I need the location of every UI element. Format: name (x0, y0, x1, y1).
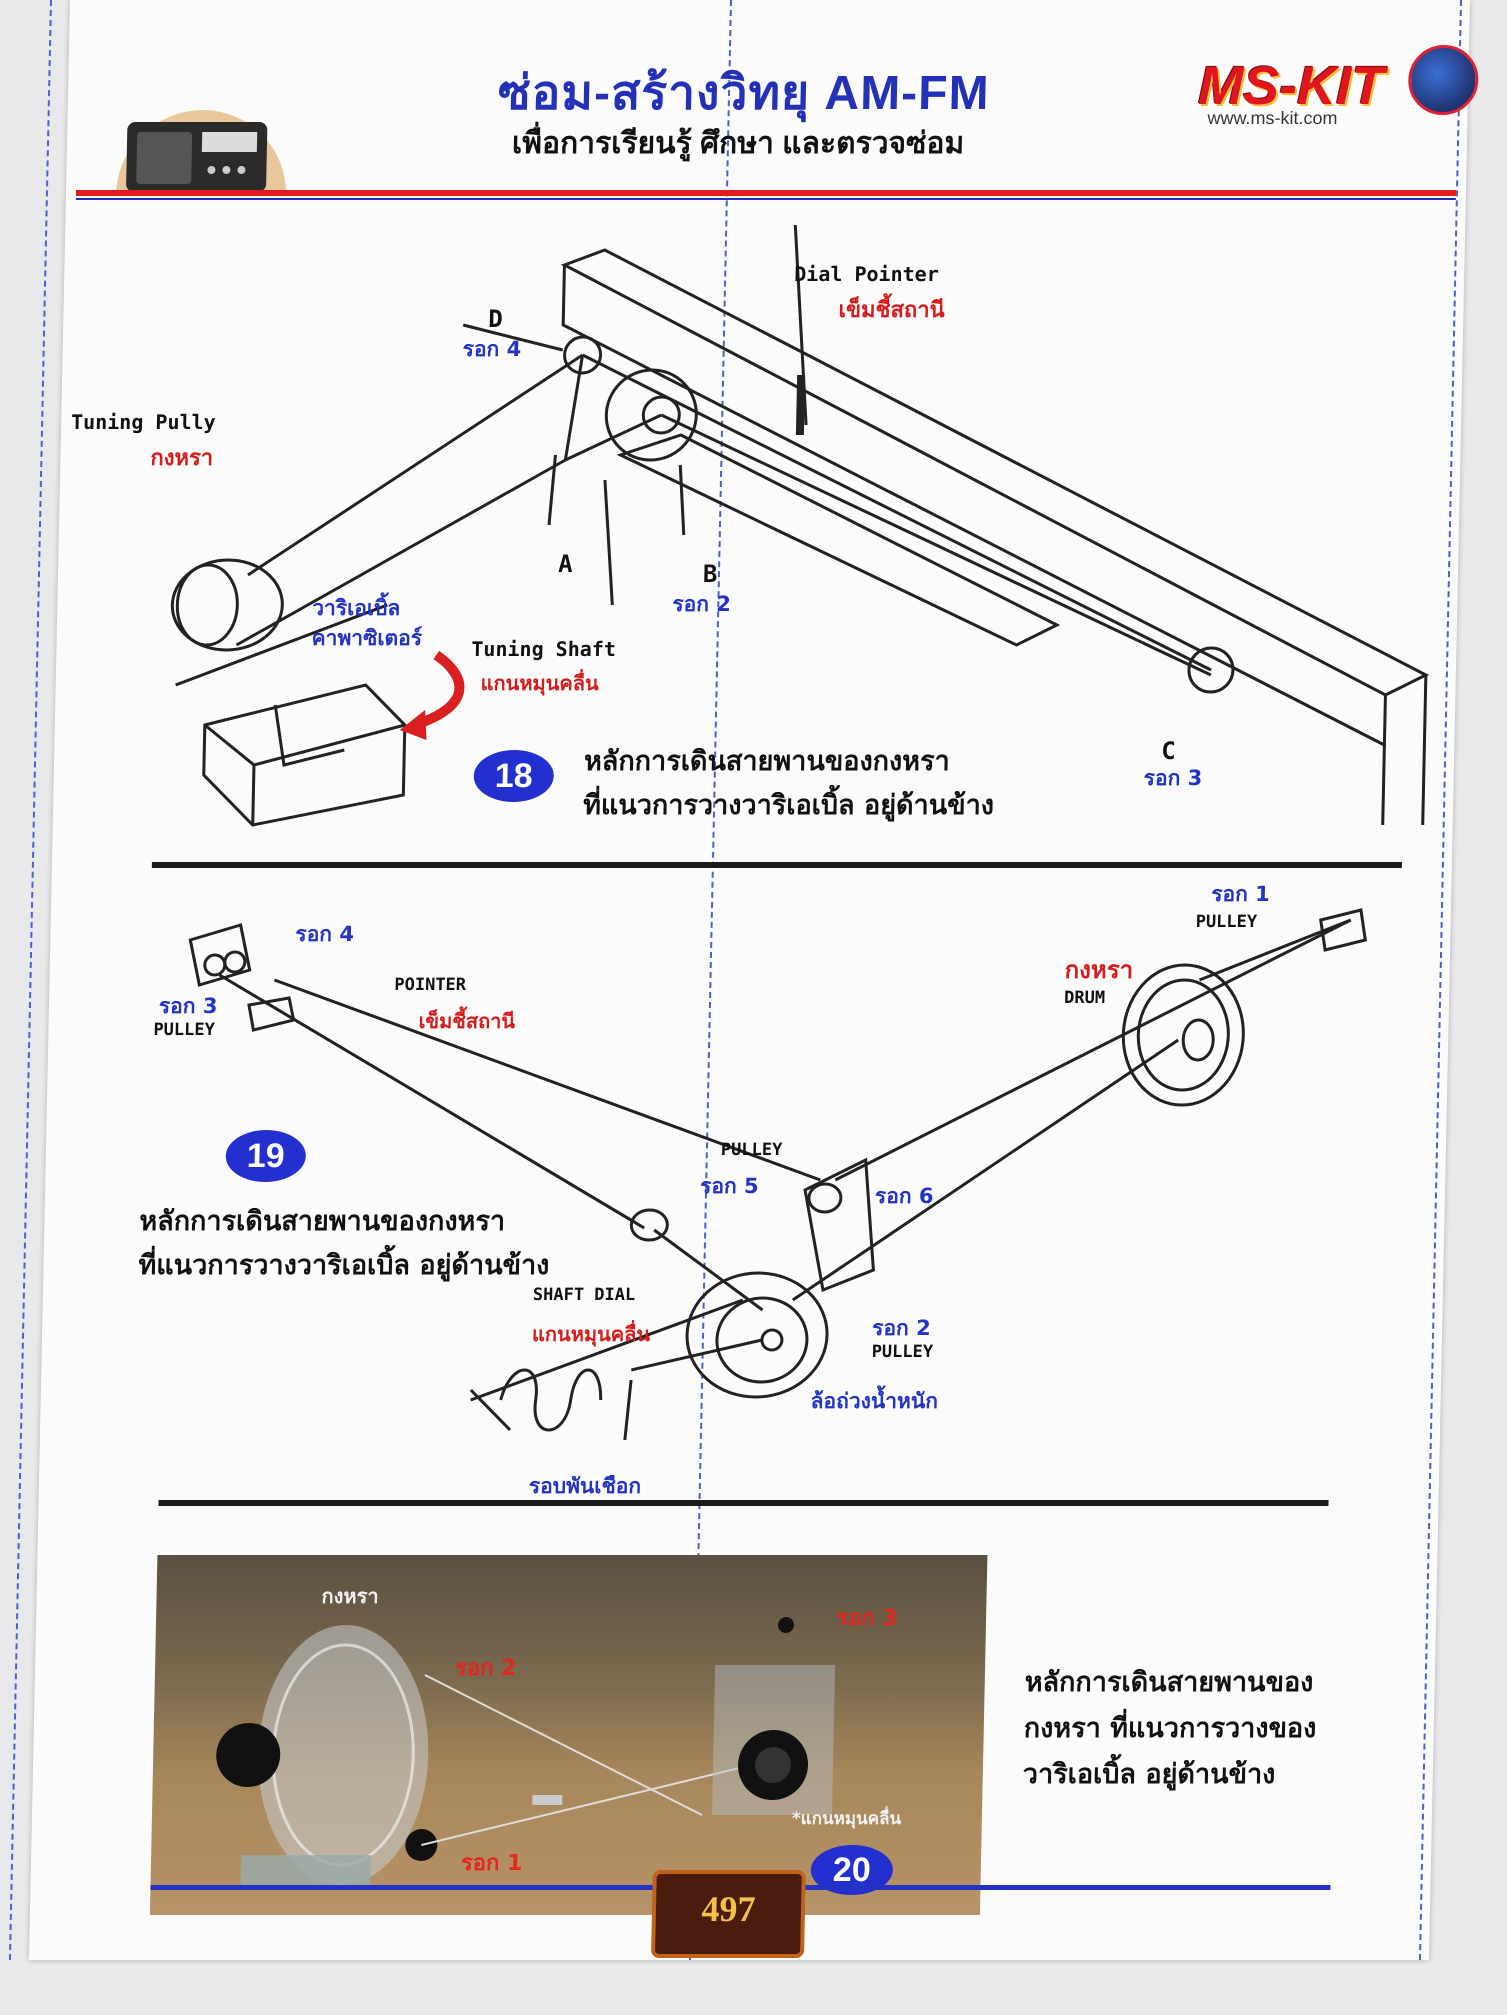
photo-roll-3-label: รอก 3 (835, 1606, 898, 1631)
section-divider-2 (158, 1500, 1329, 1506)
header-rule (75, 190, 1457, 196)
tuning-pully-label: Tuning Pully (70, 410, 216, 434)
tuning-pully-th-label: กงหรา (150, 446, 214, 471)
section-divider-1 (151, 862, 1402, 868)
header-rule-blue (75, 198, 1456, 200)
photo-shaft-label: *แกนหมุนคลื่น (791, 1809, 902, 1829)
margin-guide-left (8, 0, 53, 1960)
fig19-spring-label: รอบพันเชือก (528, 1474, 642, 1498)
dial-pointer-label: Dial Pointer (794, 262, 940, 286)
photo-roll-2-label: รอก 2 (454, 1656, 517, 1681)
figure-19-caption-line-1: หลักการเดินสายพานของกงหรา (139, 1206, 506, 1237)
fig19-roll-2-label: รอก 2 (871, 1316, 931, 1340)
figure-20-caption: หลักการเดินสายพานของ กงหรา ที่แนวการวางข… (1022, 1660, 1317, 1798)
roll-4-label: รอก 4 (462, 337, 522, 361)
photo-drum-label: กงหรา (321, 1584, 379, 1608)
label-d: D (488, 305, 504, 333)
figure-19-caption-line-2: ที่แนวการวางวาริเอเบิ้ล อยู่ด้านข้าง (138, 1250, 550, 1281)
fig19-pulley-mid-label: PULLEY (720, 1140, 783, 1160)
fig19-pulley-right-label: PULLEY (1195, 912, 1258, 932)
figure-20-photo: กงหรา รอก 2 รอก 3 รอก 1 *แกนหมุนคลื่น 20 (149, 1555, 988, 1915)
fig19-roll-1-label: รอก 1 (1211, 882, 1271, 906)
label-a: A (557, 550, 573, 578)
tuning-shaft-label: Tuning Shaft (471, 637, 617, 661)
tuning-shaft-th-label: แกนหมุนคลื่น (480, 671, 599, 695)
figure-20-caption-line-1: หลักการเดินสายพานของ (1024, 1667, 1314, 1698)
variable-cap-label-1: วาริเอเบิ้ล (312, 596, 401, 620)
page-number-badge: 497 (650, 1870, 806, 1958)
roll-3-label: รอก 3 (1143, 766, 1203, 790)
fig19-pointer-th-label: เข็มชี้สถานี (418, 1009, 516, 1033)
figure-18-caption-line-1: หลักการเดินสายพานของกงหรา (583, 746, 951, 777)
photo-roll-1-label: รอก 1 (460, 1851, 523, 1876)
label-c: C (1160, 737, 1177, 765)
fig19-shaft-dial-label: SHAFT DIAL (532, 1285, 636, 1305)
fig19-shaft-dial-th-label: แกนหมุนคลื่น (531, 1322, 651, 1346)
label-b: B (702, 560, 718, 588)
figure-18-caption-line-2: ที่แนวการวางวาริเอเบิ้ล อยู่ด้านข้าง (582, 790, 995, 821)
fig19-drum-th-label: กงหรา (1064, 956, 1134, 984)
dial-pointer-th-label: เข็มชี้สถานี (838, 298, 945, 323)
page-subtitle: เพื่อการเรียนรู้ ศึกษา และตรวจซ่อม (511, 127, 965, 160)
fig19-roll-4-label: รอก 4 (295, 922, 355, 946)
brand-url: www.ms-kit.com (1207, 108, 1338, 128)
fig19-drum-label: DRUM (1063, 988, 1106, 1008)
radio-logo (106, 80, 298, 195)
variable-cap-label-2: คาพาซิเตอร์ (311, 626, 423, 650)
fig19-roll-6-label: รอก 6 (874, 1184, 934, 1208)
figure-19-diagram (39, 880, 1452, 1500)
fig19-pointer-label: POINTER (394, 975, 467, 995)
brand-globe-icon (1407, 45, 1480, 115)
fig19-pulley-left-label: PULLEY (153, 1020, 216, 1040)
fig19-roll-3-label: รอก 3 (158, 994, 218, 1018)
figure-18-diagram (52, 205, 1465, 845)
roll-2-label: รอก 2 (672, 592, 732, 616)
figure-19-caption: หลักการเดินสายพานของกงหรา ที่แนวการวางวา… (138, 1200, 551, 1288)
figure-18-caption: หลักการเดินสายพานของกงหรา ที่แนวการวางวา… (583, 740, 996, 828)
fig19-roll-5-label: รอก 5 (699, 1174, 759, 1198)
figure-20-caption-line-3: วาริเอเบิ้ล อยู่ด้านข้าง (1022, 1759, 1276, 1790)
document-page: ซ่อม-สร้างวิทยุ AM-FM เพื่อการเรียนรู้ ศ… (8, 0, 1480, 1960)
fig19-pulley-low-label: PULLEY (871, 1342, 934, 1362)
fig19-weight-wheel-label: ล้อถ่วงน้ำหนัก (810, 1389, 939, 1413)
figure-20-caption-line-2: กงหรา ที่แนวการวางของ (1023, 1713, 1317, 1744)
